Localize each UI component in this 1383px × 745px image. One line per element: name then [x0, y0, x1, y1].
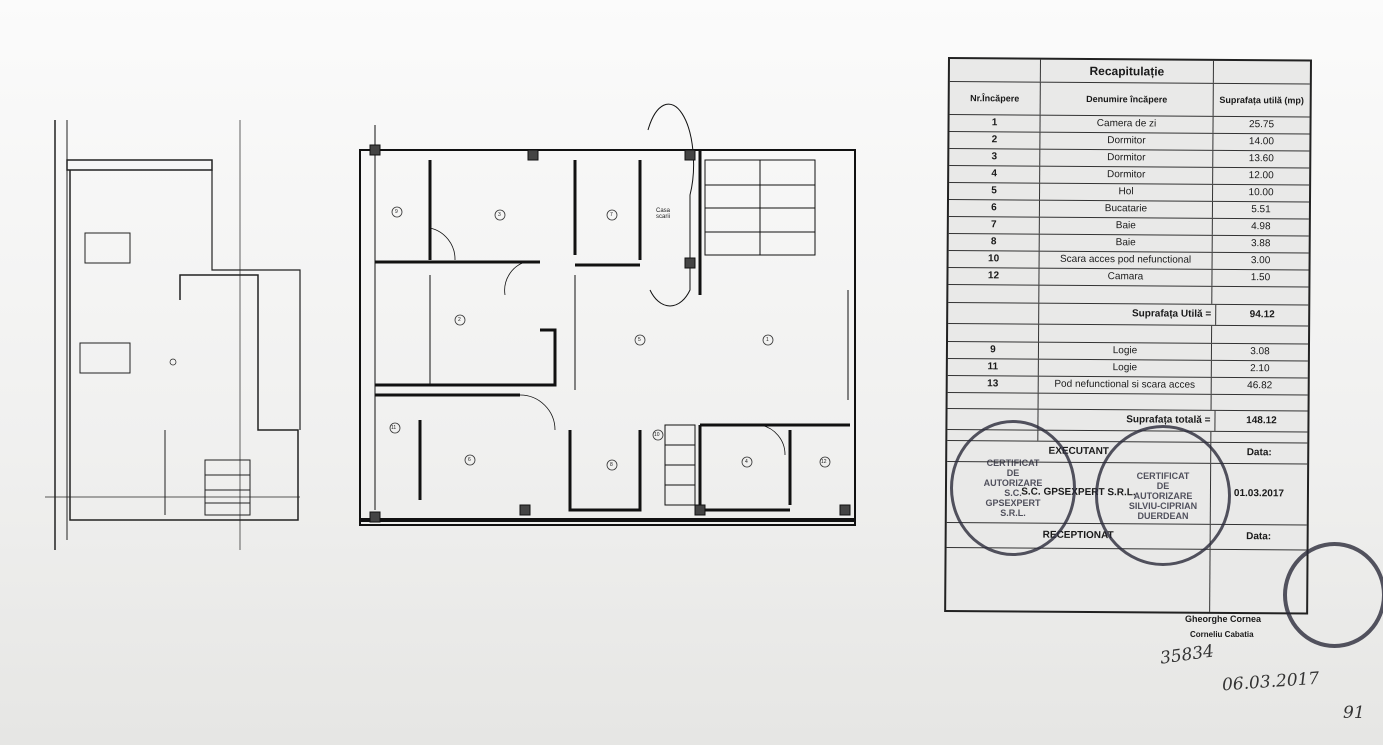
room-name: Dormitor — [1040, 149, 1214, 167]
room-nr: 10 — [948, 251, 1040, 268]
room-nr: 2 — [949, 132, 1041, 149]
room-nr: 8 — [948, 234, 1040, 251]
room-name: Dormitor — [1040, 132, 1214, 150]
room-area: 3.00 — [1250, 255, 1271, 267]
room-nr: 12 — [948, 268, 1040, 285]
room-name: Camera de zi — [1040, 115, 1214, 133]
room-name: Logie — [1038, 359, 1212, 377]
room-area: 13.60 — [1248, 153, 1274, 165]
header-nr: Nr.Încăpere — [949, 82, 1041, 115]
room-nr: 6 — [948, 200, 1040, 217]
room-area: 5.51 — [1251, 204, 1271, 216]
date-label-2: Data: — [1246, 531, 1272, 543]
room-nr: 13 — [947, 376, 1039, 393]
useful-area-label: Suprafața Utilă = — [1039, 303, 1217, 325]
stamp-text: S.C. — [1004, 488, 1022, 498]
room-name: Scara acces pod nefunctional — [1039, 251, 1213, 269]
room-nr: 9 — [947, 342, 1040, 359]
room-name: Camara — [1039, 268, 1213, 286]
page-number: 91 — [1343, 703, 1365, 723]
stamp-text: AUTORIZARE — [1133, 490, 1193, 501]
room-number-7: 7 — [610, 212, 613, 218]
room-number-10: 10 — [654, 432, 660, 438]
room-name: Pod nefunctional si scara acces — [1038, 376, 1212, 394]
stamp-text: SILVIU-CIPRIAN — [1128, 500, 1198, 511]
room-area: 46.82 — [1247, 380, 1273, 392]
stamp-text: CERTIFICAT — [986, 458, 1040, 468]
attic-plan — [45, 120, 301, 550]
room-nr: 1 — [949, 115, 1041, 132]
room-number-1: 1 — [766, 337, 769, 343]
stamp-text: GPSEXPERT — [985, 498, 1041, 508]
header-area: Suprafața utilă (mp) — [1219, 94, 1304, 105]
signatory-name: Gheorghe Cornea — [1185, 614, 1262, 624]
room-nr: 11 — [947, 359, 1039, 376]
room-number-12: 12 — [821, 459, 827, 465]
room-nr: 7 — [948, 217, 1040, 234]
stamp-text: DE — [1156, 480, 1170, 491]
room-nr: 3 — [949, 149, 1041, 166]
stair-label: Casa scarii — [656, 208, 671, 220]
date-label: Data: — [1246, 447, 1272, 459]
room-area: 3.08 — [1250, 346, 1270, 358]
room-area: 10.00 — [1248, 187, 1274, 199]
stamp-text: DE — [1006, 468, 1020, 478]
room-area: 3.88 — [1250, 238, 1271, 250]
stamp-text: DUERDEAN — [1137, 510, 1189, 521]
room-name: Baie — [1039, 217, 1213, 235]
signatory-name-2: Corneliu Cabatia — [1190, 630, 1254, 639]
room-number-6: 6 — [468, 457, 471, 463]
room-name: Logie — [1038, 342, 1213, 360]
room-number-5: 5 — [638, 337, 641, 343]
room-nr: 5 — [949, 183, 1041, 200]
stamp-text: AUTORIZARE — [983, 478, 1043, 488]
room-area: 12.00 — [1248, 170, 1274, 182]
room-number-8: 8 — [610, 462, 613, 468]
room-name: Baie — [1039, 234, 1213, 252]
total-area-value: 148.12 — [1246, 415, 1277, 427]
stamp-text: CERTIFICAT — [1136, 470, 1190, 481]
room-number-4: 4 — [745, 459, 748, 465]
room-name: Hol — [1040, 183, 1214, 201]
room-number-2: 2 — [458, 317, 461, 323]
room-nr: 4 — [949, 166, 1041, 183]
room-area: 14.00 — [1248, 136, 1274, 148]
apartment-plan — [359, 103, 856, 526]
room-markers — [389, 206, 831, 471]
room-number-3: 3 — [498, 212, 501, 218]
room-area: 2.10 — [1250, 363, 1270, 375]
room-number-11: 11 — [391, 425, 397, 431]
room-area: 4.98 — [1251, 221, 1271, 233]
room-number-9: 9 — [395, 209, 398, 215]
room-name: Dormitor — [1040, 166, 1214, 184]
room-name: Bucatarie — [1039, 200, 1213, 218]
room-area: 1.50 — [1250, 272, 1271, 284]
cadastre-seal — [1283, 542, 1383, 648]
header-name: Denumire încăpere — [1040, 82, 1214, 116]
table-title: Recapitulație — [1040, 59, 1214, 83]
room-area: 25.75 — [1248, 119, 1275, 131]
useful-area-value: 94.12 — [1249, 309, 1275, 321]
stamp-text: S.R.L. — [1000, 508, 1026, 518]
total-area-label: Suprafața totală = — [1038, 409, 1216, 431]
